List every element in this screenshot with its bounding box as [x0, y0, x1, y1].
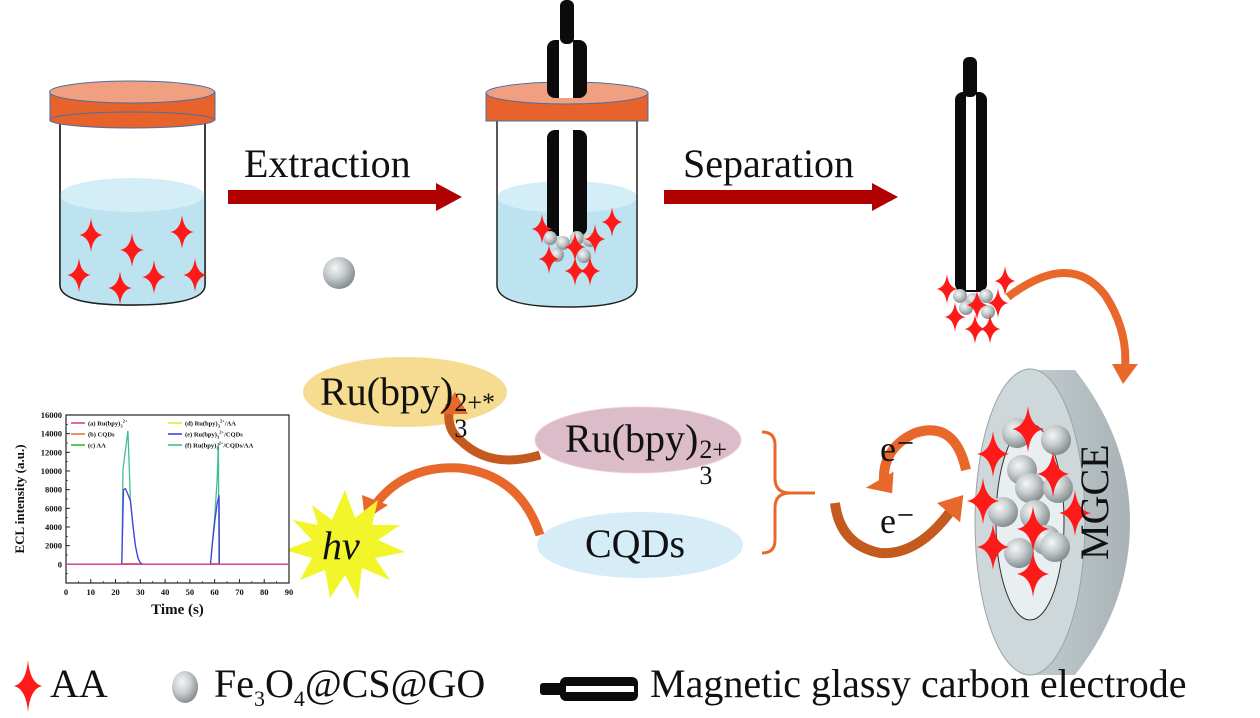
x-tick-label: 40 — [161, 587, 170, 597]
y-tick-label: 6000 — [45, 503, 62, 513]
y-tick-label: 8000 — [45, 485, 62, 495]
ru-label: Ru(bpy)2+3 — [565, 415, 727, 489]
cqds-ellipse — [537, 512, 743, 578]
y-tick-label: 10000 — [41, 466, 62, 476]
y-tick-label: 14000 — [41, 429, 62, 439]
ru-excited-label: Ru(bpy)2+*3 — [320, 368, 495, 442]
ru-sub: 3 — [699, 461, 713, 490]
electrode-icon — [540, 677, 638, 701]
x-tick-label: 60 — [210, 587, 219, 597]
ecl-chart: 0 2000 4000 6000 8000 10000 12000 14000 16000 0 10… — [12, 410, 294, 618]
nanoparticle-sphere-icon — [323, 257, 355, 289]
legend-label-f: (f) Ru(bpy)32+/CQDs/AA — [185, 441, 254, 451]
y-tick-label: 4000 — [45, 522, 62, 532]
legend-label-a: (a) Ru(bpy)32+ — [88, 419, 128, 429]
captured-particles-electrode — [936, 266, 1016, 344]
legend-fe3o4-label: Fe3O4@CS@GO — [214, 660, 485, 712]
extraction-jar — [485, 0, 649, 308]
separated-electrode — [955, 57, 987, 292]
hv-label: hv — [322, 523, 360, 568]
x-tick-label: 50 — [186, 587, 195, 597]
legend-electrode-label: Magnetic glassy carbon electrode — [650, 661, 1187, 706]
ru-ellipse — [534, 406, 742, 474]
y-tick-label: 0 — [58, 559, 62, 569]
legend-label-c: (c) AA — [88, 443, 106, 450]
nanoparticle-sphere-icon — [172, 671, 198, 703]
extraction-label: Extraction — [244, 141, 411, 186]
light-burst-icon — [285, 490, 405, 600]
red-star-icon — [14, 660, 42, 712]
separation-arrow — [664, 183, 898, 211]
ru-sup: 2+ — [699, 435, 727, 464]
y-tick-label: 2000 — [45, 541, 62, 551]
y-tick-label: 16000 — [41, 410, 62, 420]
ru-excited-sub: 3 — [454, 414, 468, 443]
cs-go-text: @CS@GO — [304, 661, 486, 706]
legend: AA Fe3O4@CS@GO Magnetic glassy carbon el… — [0, 650, 1260, 712]
x-tick-label: 70 — [235, 587, 244, 597]
o-sub: 4 — [293, 686, 305, 711]
extraction-arrow — [228, 183, 462, 211]
electron-cycle — [830, 425, 971, 559]
cqds-label: CQDs — [585, 521, 686, 566]
x-axis-label: Time (s) — [151, 602, 204, 618]
ru-excited-sup: 2+* — [454, 388, 495, 417]
electron-label-bottom: e⁻ — [880, 501, 915, 541]
y-axis-label: ECL intensity (a.u.) — [12, 444, 27, 553]
series-line-e — [66, 487, 289, 565]
x-tick-label: 30 — [136, 587, 145, 597]
electron-label-top: e⁻ — [880, 429, 915, 469]
sample-jar — [49, 80, 216, 306]
legend-aa-label: AA — [50, 661, 108, 706]
mgce-disk — [966, 368, 1130, 676]
o-text: O — [265, 661, 294, 706]
legend-label-e: (e) Ru(bpy)32+/CQDs — [185, 430, 243, 440]
x-tick-label: 20 — [111, 587, 120, 597]
reactant-brace — [761, 430, 815, 555]
x-tick-label: 10 — [87, 587, 96, 597]
ru-excited-base: Ru(bpy) — [320, 369, 454, 414]
separation-label: Separation — [683, 141, 855, 186]
captured-particles-jar2 — [531, 207, 623, 286]
x-tick-label: 80 — [260, 587, 269, 597]
x-tick-label: 90 — [285, 587, 294, 597]
fe-text: Fe — [214, 661, 254, 706]
x-tick-label: 0 — [64, 587, 68, 597]
y-tick-label: 12000 — [41, 447, 62, 457]
transfer-arrow — [1005, 269, 1130, 369]
fe-sub: 3 — [254, 686, 265, 711]
mgce-label: MGCE — [1072, 444, 1117, 560]
legend-label-d: (d) Ru(bpy)32+/AA — [185, 419, 236, 429]
ru-base: Ru(bpy) — [565, 416, 699, 461]
plot-frame — [65, 414, 290, 584]
legend-label-b: (b) CQDs — [88, 432, 115, 439]
